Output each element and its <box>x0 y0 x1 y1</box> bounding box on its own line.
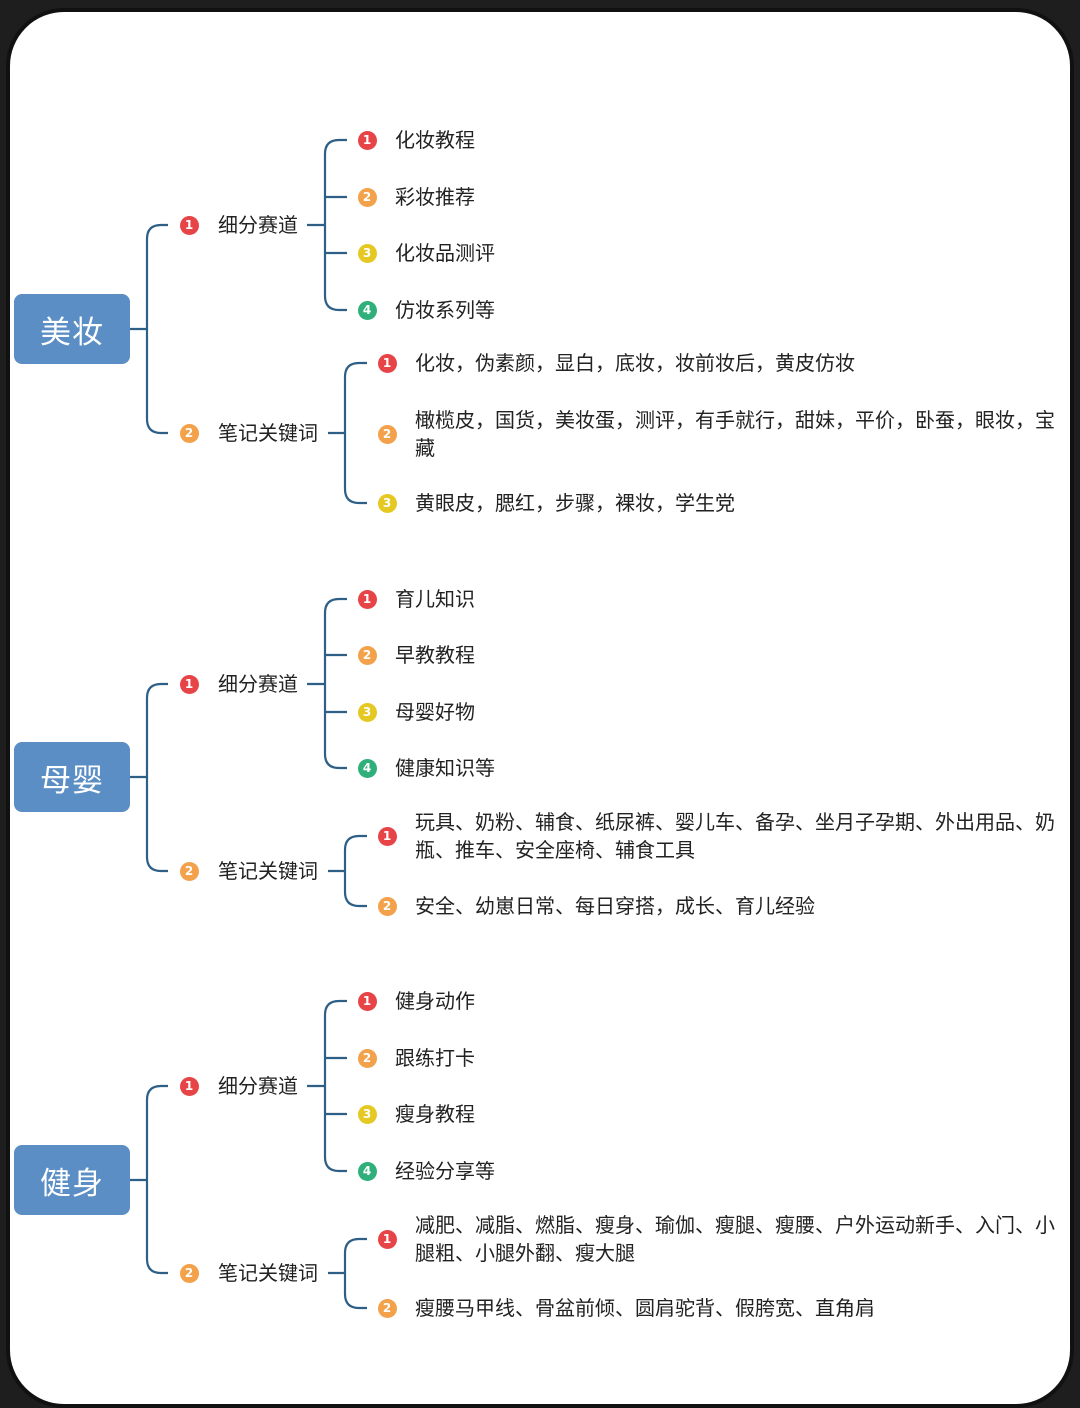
keyword-item: 黄眼皮，腮红，步骤，裸妆，学生党 <box>415 491 735 515</box>
keyword-item: 减肥、减脂、燃脂、瘦身、瑜伽、瘦腿、瘦腰、户外运动新手、入门、小腿粗、小腿外翻、… <box>415 1213 1055 1265</box>
connector <box>323 138 347 155</box>
number-badge-2: 2 <box>377 896 397 916</box>
branch-label-keywords: 笔记关键词 <box>218 859 318 883</box>
branch-label-keywords: 笔记关键词 <box>218 421 318 445</box>
subtrack-item: 母婴好物 <box>395 700 475 724</box>
subtrack-item: 化妆品测评 <box>395 241 495 265</box>
number-badge-1: 1 <box>179 215 199 235</box>
keyword-item: 化妆，伪素颜，显白，底妆，妆前妆后，黄皮仿妆 <box>415 351 855 375</box>
subtrack-item: 仿妆系列等 <box>395 298 495 322</box>
subtrack-item: 育儿知识 <box>395 587 475 611</box>
keyword-item: 橄榄皮，国货，美妆蛋，测评，有手就行，甜妹，平价，卧蚕，眼妆，宝藏 <box>415 408 1055 460</box>
number-badge-1: 1 <box>179 1076 199 1096</box>
number-badge-4: 4 <box>357 758 377 778</box>
number-badge-2: 2 <box>377 1298 397 1318</box>
connector <box>343 488 367 505</box>
root-node: 健身 <box>14 1145 130 1215</box>
subtrack-item: 彩妆推荐 <box>395 185 475 209</box>
subtrack-item: 健身动作 <box>395 989 475 1013</box>
number-badge-1: 1 <box>179 674 199 694</box>
connector <box>343 891 367 908</box>
number-badge-2: 2 <box>357 1048 377 1068</box>
number-badge-1: 1 <box>377 1229 397 1249</box>
number-badge-1: 1 <box>357 589 377 609</box>
connector <box>145 1084 168 1101</box>
number-badge-3: 3 <box>357 243 377 263</box>
number-badge-3: 3 <box>377 493 397 513</box>
subtrack-item: 跟练打卡 <box>395 1046 475 1070</box>
number-badge-4: 4 <box>357 300 377 320</box>
connector <box>323 597 347 614</box>
root-node: 母婴 <box>14 742 130 812</box>
connector-lines <box>130 138 367 1310</box>
connector <box>323 753 347 770</box>
number-badge-2: 2 <box>357 645 377 665</box>
number-badge-2: 2 <box>179 423 199 443</box>
branch-label-subtrack: 细分赛道 <box>218 672 298 696</box>
branch-label-subtrack: 细分赛道 <box>218 1074 298 1098</box>
connector <box>343 361 367 378</box>
number-badge-3: 3 <box>357 702 377 722</box>
connector <box>343 1293 367 1310</box>
connector <box>343 834 367 851</box>
keyword-item: 安全、幼崽日常、每日穿搭，成长、育儿经验 <box>415 894 815 918</box>
subtrack-item: 化妆教程 <box>395 128 475 152</box>
connector <box>145 418 168 435</box>
subtrack-item: 经验分享等 <box>395 1159 495 1183</box>
connector <box>145 856 168 873</box>
subtrack-item: 瘦身教程 <box>395 1102 475 1126</box>
number-badge-1: 1 <box>357 130 377 150</box>
root-node: 美妆 <box>14 294 130 364</box>
subtrack-item: 健康知识等 <box>395 756 495 780</box>
number-badge-2: 2 <box>179 1263 199 1283</box>
connector <box>323 1156 347 1173</box>
connector <box>145 1258 168 1275</box>
connector <box>323 295 347 312</box>
connector <box>323 999 347 1016</box>
number-badge-2: 2 <box>377 424 397 444</box>
connector <box>343 1237 367 1254</box>
number-badge-1: 1 <box>357 991 377 1011</box>
number-badge-1: 1 <box>377 826 397 846</box>
subtrack-item: 早教教程 <box>395 643 475 667</box>
number-badge-4: 4 <box>357 1161 377 1181</box>
keyword-item: 玩具、奶粉、辅食、纸尿裤、婴儿车、备孕、坐月子孕期、外出用品、奶瓶、推车、安全座… <box>415 810 1055 862</box>
branch-label-subtrack: 细分赛道 <box>218 213 298 237</box>
number-badge-3: 3 <box>357 1104 377 1124</box>
connector <box>145 682 168 699</box>
connector <box>145 223 168 240</box>
number-badge-2: 2 <box>179 861 199 881</box>
number-badge-1: 1 <box>377 353 397 373</box>
keyword-item: 瘦腰马甲线、骨盆前倾、圆肩驼背、假胯宽、直角肩 <box>415 1296 875 1320</box>
branch-label-keywords: 笔记关键词 <box>218 1261 318 1285</box>
content-frame <box>6 8 1074 1408</box>
number-badge-2: 2 <box>357 187 377 207</box>
